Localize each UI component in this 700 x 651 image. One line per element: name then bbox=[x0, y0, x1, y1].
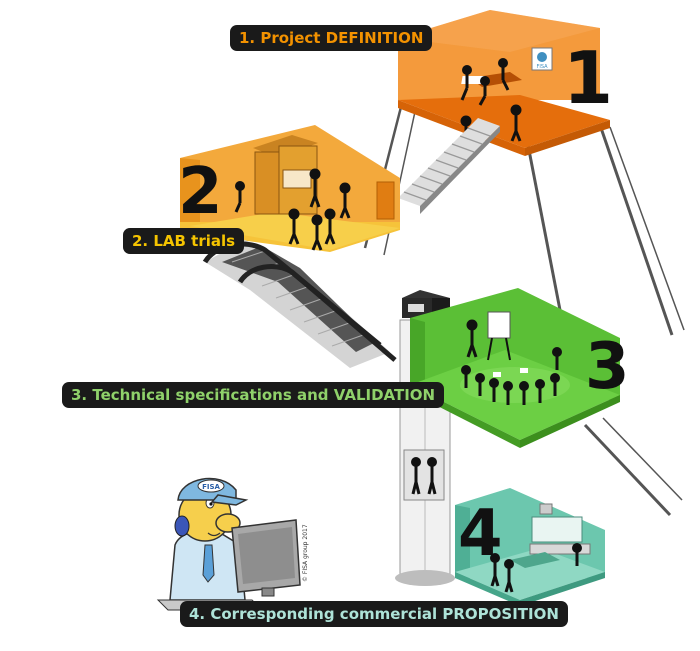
room-commercial-proposition: 4 bbox=[455, 488, 605, 606]
stage-label-commercial-proposition: 4. Corresponding commercial PROPOSITION bbox=[180, 601, 568, 627]
stage-number-1: 1 bbox=[563, 36, 613, 120]
salesman-illustration: FISA © FISA group 2017 bbox=[156, 477, 309, 611]
stage-number-2: 2 bbox=[178, 155, 223, 229]
cap-logo-text: FISA bbox=[202, 483, 220, 491]
elevator-shaft bbox=[395, 290, 455, 586]
escalator bbox=[202, 240, 397, 368]
room-project-definition: 1 FISA bbox=[363, 10, 685, 336]
room-lab-trials: 2 bbox=[178, 125, 400, 252]
copyright-text: © FISA group 2017 bbox=[302, 524, 309, 582]
stage-label-lab-trials: 2. LAB trials bbox=[123, 228, 245, 254]
room-logo-text: FISA bbox=[536, 64, 548, 70]
staircase bbox=[398, 118, 500, 214]
room-technical-validation: 3 bbox=[410, 288, 683, 517]
stage-number-3: 3 bbox=[585, 330, 630, 404]
stage-label-technical-validation: 3. Technical specifications and VALIDATI… bbox=[62, 382, 445, 408]
stage-label-project-definition: 1. Project DEFINITION bbox=[230, 25, 433, 51]
